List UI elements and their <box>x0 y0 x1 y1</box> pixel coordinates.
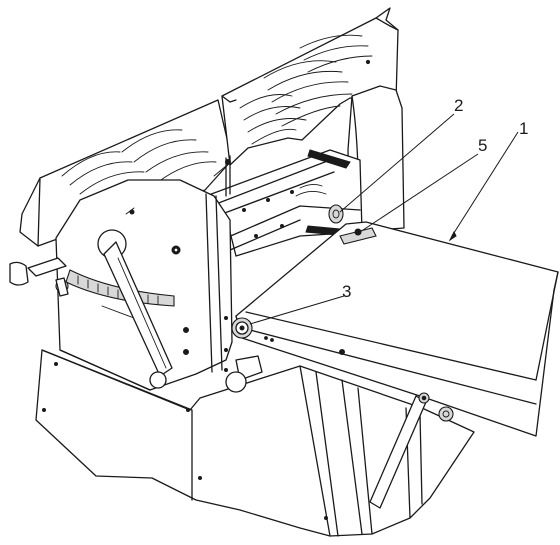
table-handle[interactable] <box>225 355 263 393</box>
base-screws <box>42 362 328 520</box>
callout-1: 1 <box>448 119 528 242</box>
roller-knob <box>328 204 344 224</box>
callout-3-label: 3 <box>342 282 351 301</box>
roller-screws <box>242 190 294 238</box>
lower-base <box>35 349 475 537</box>
callout-2: 2 <box>339 96 463 213</box>
support-strut <box>369 392 454 509</box>
callout-2-label: 2 <box>454 96 463 115</box>
right-cover-slots <box>239 34 373 145</box>
roller-bearing <box>231 317 253 339</box>
callout-3: 3 <box>249 282 351 325</box>
right-top-cover <box>221 7 399 166</box>
callout-1-label: 1 <box>519 119 528 138</box>
cover-screw <box>365 59 371 65</box>
left-side-housing <box>55 179 233 391</box>
callout-5-label: 5 <box>478 136 487 155</box>
table-screw <box>339 349 345 355</box>
callout-5: 5 <box>359 136 487 233</box>
conveyor-table <box>235 221 559 437</box>
left-top-cover <box>19 99 233 247</box>
thickness-lever[interactable] <box>97 229 173 389</box>
hand-crank[interactable] <box>9 257 69 297</box>
